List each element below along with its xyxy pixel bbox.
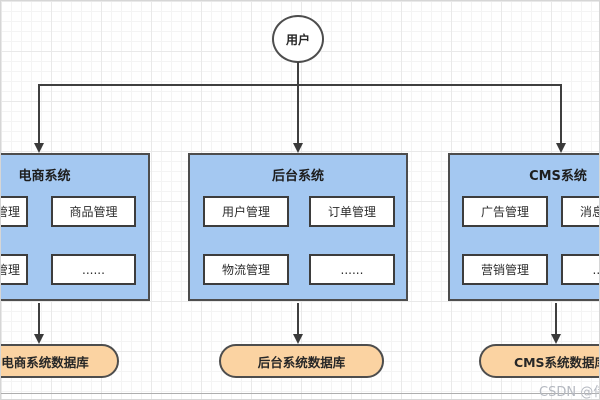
database-cms-label: CMS系统数据库 (513, 354, 600, 370)
connector-user-stem (297, 62, 299, 85)
module-backend-2: 订单管理 (309, 196, 395, 227)
module-backend-1: 用户管理 (203, 196, 289, 227)
database-ecommerce-label: 电商系统数据库 (1, 354, 89, 370)
database-ecommerce: 电商系统数据库 (1, 344, 119, 378)
system-title-backend: 后台系统 (271, 169, 324, 184)
module-ecommerce-3: 管理 (1, 254, 28, 285)
connector-ecommerce-db (38, 303, 40, 334)
module-ecommerce-2: 商品管理 (51, 196, 136, 227)
module-cms-1: 广告管理 (462, 196, 548, 227)
system-box-backend: 后台系统 用户管理 订单管理 物流管理 ...... (188, 153, 408, 301)
module-ecommerce-1: 管理 (1, 196, 28, 227)
connector-to-backend (297, 84, 299, 143)
module-cms-3: 营销管理 (462, 254, 548, 285)
connector-branch-bar (38, 84, 562, 86)
database-cms: CMS系统数据库 (479, 344, 600, 378)
module-cms-2: 消息管理 (561, 196, 599, 227)
connector-backend-db (297, 303, 299, 334)
arrowhead-cms-db (551, 334, 561, 344)
module-cms-4: ...... (561, 254, 599, 285)
system-box-cms: CMS系统 广告管理 消息管理 营销管理 ...... (448, 153, 599, 301)
user-node: 用户 (272, 15, 324, 63)
module-backend-4: ...... (309, 254, 395, 285)
connector-to-cms (560, 84, 562, 143)
canvas-bottom-edge (1, 393, 599, 394)
database-backend-label: 后台系统数据库 (257, 354, 346, 370)
module-backend-3: 物流管理 (203, 254, 289, 285)
arrowhead-to-cms (556, 143, 566, 153)
arrowhead-ecommerce-db (34, 334, 44, 344)
watermark: CSDN @伟 (539, 385, 600, 400)
system-title-cms: CMS系统 (529, 169, 587, 184)
arrowhead-to-backend (293, 143, 303, 153)
connector-cms-db (555, 303, 557, 334)
system-title-ecommerce: 电商系统 (18, 169, 71, 184)
module-ecommerce-4: ...... (51, 254, 136, 285)
user-node-label: 用户 (285, 32, 310, 47)
arrowhead-backend-db (293, 334, 303, 344)
connector-to-ecommerce (38, 84, 40, 143)
system-box-ecommerce: 电商系统 管理 商品管理 管理 ...... (1, 153, 150, 301)
arrowhead-to-ecommerce (34, 143, 44, 153)
database-backend: 后台系统数据库 (219, 344, 384, 378)
